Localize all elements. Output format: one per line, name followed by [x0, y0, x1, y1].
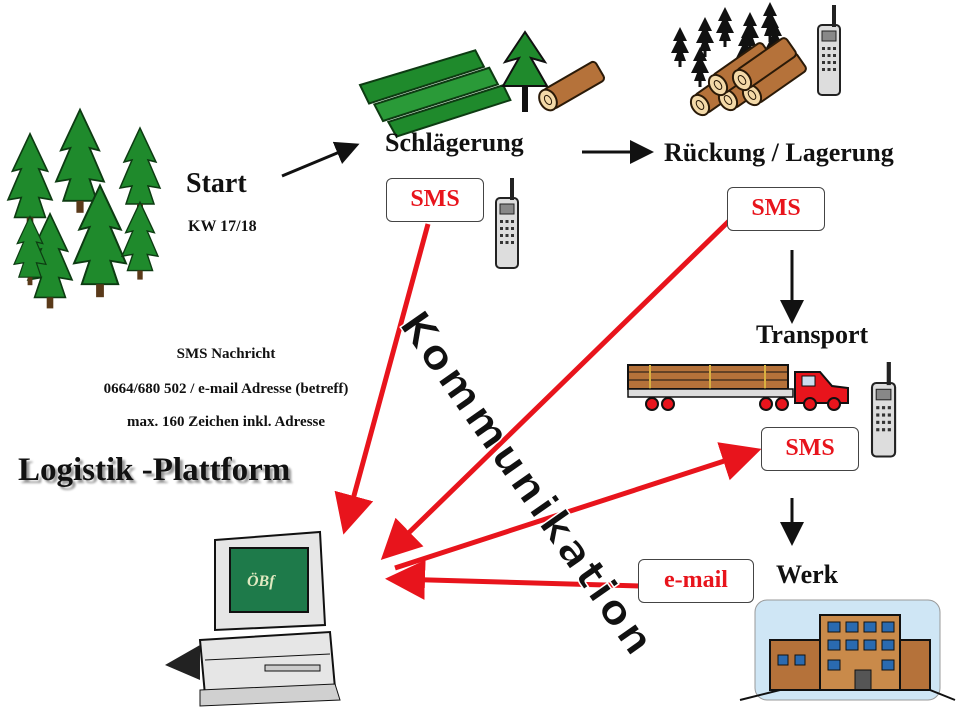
mobile-phone-icon	[817, 4, 841, 96]
flow-arrows	[281, 140, 804, 546]
node-rueckung-label: Rückung / Lagerung	[664, 138, 894, 167]
communication-arrows	[334, 218, 762, 600]
felled-trees-icon	[358, 30, 607, 138]
info-line-1: SMS Nachricht	[176, 346, 276, 362]
arrow-sms2-to-platform	[380, 218, 732, 560]
node-schlaegerung-label: Schlägerung	[385, 128, 524, 157]
computer-icon	[165, 530, 341, 707]
sms-box-schlaegerung: SMS	[386, 178, 484, 222]
node-start-week: KW 17/18	[188, 218, 257, 235]
sms-box-transport: SMS	[761, 427, 859, 471]
platform-title: Logistik -Plattform	[18, 452, 291, 488]
info-line-3: max. 160 Zeichen inkl. Adresse	[126, 414, 326, 430]
arrow-platform-to-sms3	[394, 442, 762, 571]
factory-icon	[739, 599, 956, 701]
monitor-logo: ÖBf	[247, 572, 276, 590]
log-pile-icon	[671, 2, 809, 120]
node-start-label: Start	[186, 168, 247, 199]
node-transport-label: Transport	[756, 320, 869, 349]
info-line-2: 0664/680 502 / e-mail Adresse (betreff)	[103, 381, 349, 397]
mobile-phone-icon	[870, 360, 897, 458]
arrow-start-to-schlaegerung	[281, 141, 360, 178]
forest-icon	[7, 108, 161, 310]
mobile-phone-icon	[495, 177, 519, 269]
arrow-email-to-platform	[385, 559, 641, 600]
arrow-sms1-to-platform	[334, 223, 431, 535]
sms-box-rueckung: SMS	[727, 187, 825, 231]
email-box-werk: e-mail	[638, 559, 754, 603]
truck-icon	[627, 364, 849, 411]
node-werk-label: Werk	[776, 560, 839, 589]
